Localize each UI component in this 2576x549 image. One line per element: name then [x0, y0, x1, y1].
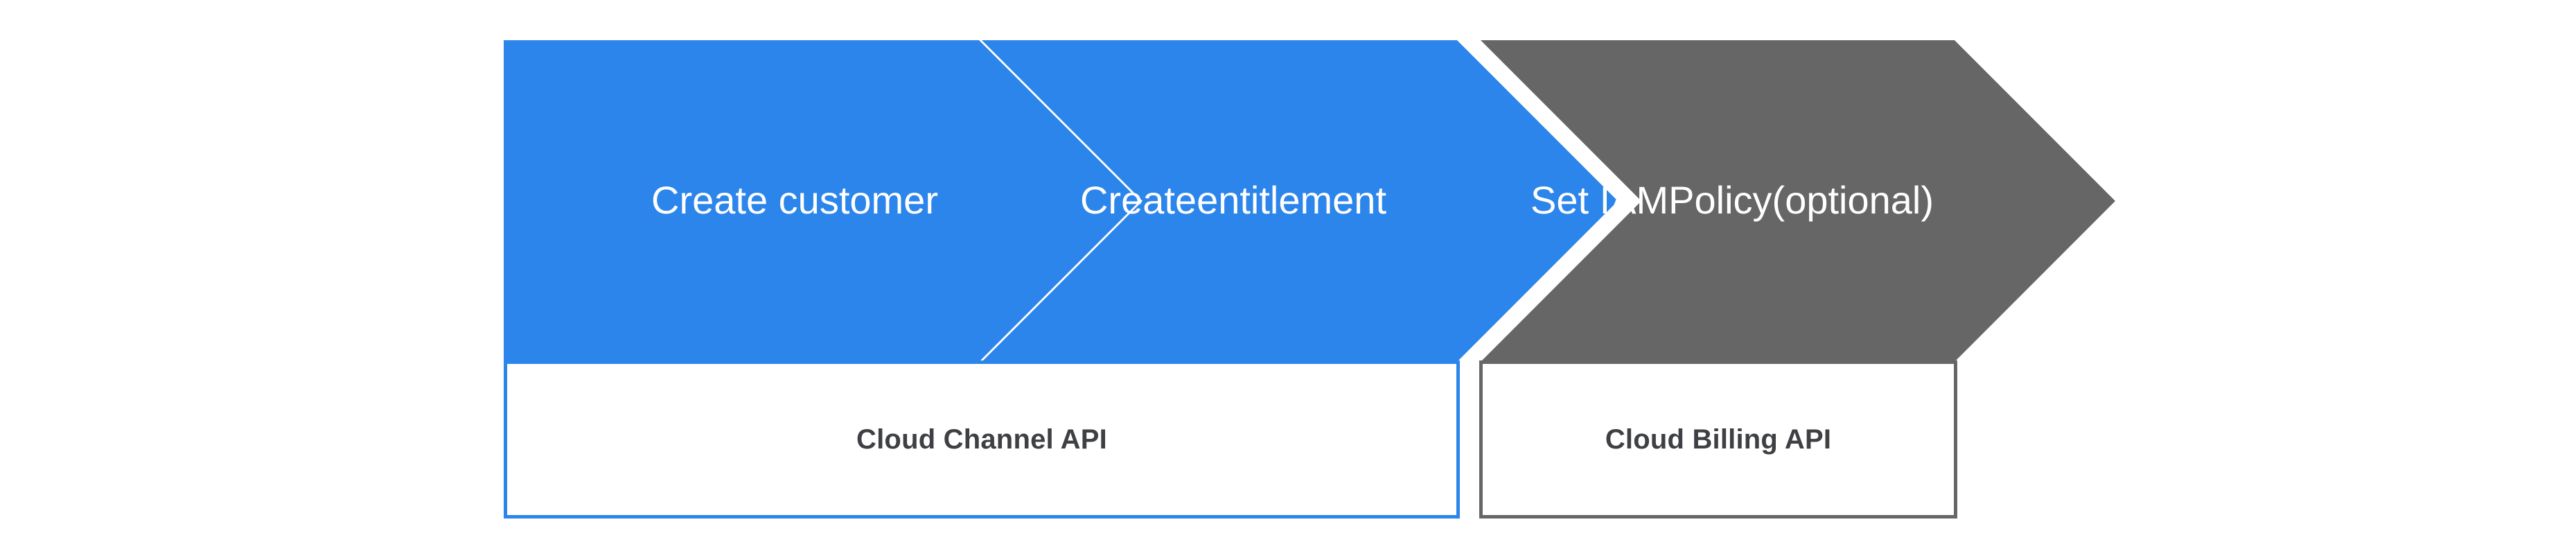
api-group-cloud-channel-api[interactable]: Cloud Channel API	[504, 360, 1460, 518]
api-group-label: Cloud Billing API	[1605, 424, 1832, 455]
api-group-cloud-billing-api[interactable]: Cloud Billing API	[1479, 360, 1957, 518]
chevron-create-customer[interactable]	[504, 40, 1140, 362]
chevron-set-iam-policy[interactable]	[1481, 40, 2115, 362]
api-group-label: Cloud Channel API	[856, 424, 1107, 455]
chevron-create-entitlement[interactable]	[982, 40, 1618, 362]
